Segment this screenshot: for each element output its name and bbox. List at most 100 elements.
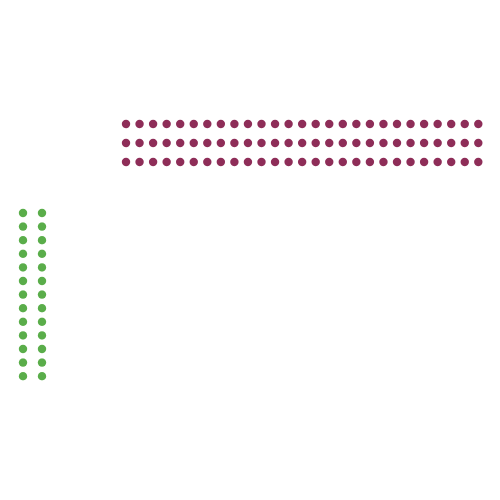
maroon-dot-r1-c14 xyxy=(311,138,320,148)
maroon-dot-r0-c12 xyxy=(284,119,293,129)
maroon-dot-r2-c16 xyxy=(338,157,347,167)
maroon-dot-r2-c1 xyxy=(135,157,144,167)
maroon-dot-r2-c13 xyxy=(297,157,307,167)
maroon-dot-r2-c5 xyxy=(189,157,198,167)
green-dot-r3-c1 xyxy=(37,249,47,258)
maroon-dot-r2-c12 xyxy=(284,157,293,167)
maroon-dot-r1-c9 xyxy=(243,138,253,148)
maroon-dot-r1-c15 xyxy=(325,138,334,148)
maroon-dot-r2-c4 xyxy=(176,157,185,167)
maroon-dot-grid xyxy=(121,119,483,167)
green-dot-r1-c1 xyxy=(37,222,47,231)
maroon-dot-r2-c2 xyxy=(148,157,158,167)
green-dot-r7-c1 xyxy=(37,304,47,313)
green-dot-r7-c0 xyxy=(18,304,28,313)
maroon-dot-r2-c25 xyxy=(460,157,469,167)
maroon-dot-r1-c17 xyxy=(352,138,361,148)
green-dot-r3-c0 xyxy=(18,249,28,258)
maroon-dot-r0-c23 xyxy=(433,119,442,129)
maroon-dot-r2-c20 xyxy=(392,157,402,167)
maroon-dot-r2-c22 xyxy=(419,157,429,167)
green-dot-r12-c0 xyxy=(18,372,28,381)
green-dot-r0-c1 xyxy=(37,208,47,218)
maroon-dot-r0-c6 xyxy=(203,119,212,129)
maroon-dot-r1-c23 xyxy=(433,138,442,148)
maroon-dot-r0-c18 xyxy=(365,119,375,129)
maroon-dot-r1-c21 xyxy=(406,138,415,148)
maroon-dot-r0-c2 xyxy=(148,119,158,129)
maroon-dot-r1-c18 xyxy=(365,138,375,148)
maroon-dot-r1-c13 xyxy=(297,138,307,148)
maroon-dot-r2-c18 xyxy=(365,157,375,167)
maroon-dot-r2-c10 xyxy=(257,157,266,167)
maroon-dot-r0-c19 xyxy=(379,119,388,129)
maroon-dot-r2-c0 xyxy=(121,157,131,167)
maroon-dot-r2-c9 xyxy=(243,157,253,167)
maroon-dot-r0-c9 xyxy=(243,119,253,129)
maroon-dot-r0-c21 xyxy=(406,119,415,129)
green-dot-r6-c0 xyxy=(18,290,28,299)
green-dot-grid xyxy=(18,208,47,381)
maroon-dot-r0-c16 xyxy=(338,119,347,129)
maroon-dot-r0-c14 xyxy=(311,119,320,129)
maroon-dot-r0-c7 xyxy=(216,119,226,129)
maroon-dot-r0-c10 xyxy=(257,119,266,129)
green-dot-r11-c1 xyxy=(37,358,47,367)
maroon-dot-r0-c26 xyxy=(474,119,483,129)
green-dot-r0-c0 xyxy=(18,208,28,218)
maroon-dot-r1-c10 xyxy=(257,138,266,148)
maroon-dot-r0-c4 xyxy=(176,119,185,129)
maroon-dot-r1-c5 xyxy=(189,138,198,148)
maroon-dot-r2-c26 xyxy=(474,157,483,167)
maroon-dot-r1-c25 xyxy=(460,138,469,148)
maroon-dot-r2-c8 xyxy=(230,157,239,167)
maroon-dot-r2-c19 xyxy=(379,157,388,167)
maroon-dot-r2-c17 xyxy=(352,157,361,167)
maroon-dot-r1-c8 xyxy=(230,138,239,148)
green-dot-r10-c0 xyxy=(18,344,28,354)
maroon-dot-r1-c2 xyxy=(148,138,158,148)
green-dot-r4-c1 xyxy=(37,263,47,272)
green-dot-r9-c1 xyxy=(37,331,47,340)
maroon-dot-r2-c11 xyxy=(270,157,280,167)
green-dot-r6-c1 xyxy=(37,290,47,299)
maroon-dot-r0-c8 xyxy=(230,119,239,129)
maroon-dot-r0-c20 xyxy=(392,119,402,129)
maroon-dot-r1-c24 xyxy=(447,138,456,148)
maroon-dot-r0-c17 xyxy=(352,119,361,129)
maroon-dot-r1-c7 xyxy=(216,138,226,148)
green-dot-r2-c0 xyxy=(18,236,28,245)
maroon-dot-r1-c4 xyxy=(176,138,185,148)
green-dot-r1-c0 xyxy=(18,222,28,231)
green-dot-r8-c1 xyxy=(37,317,47,326)
green-dot-r10-c1 xyxy=(37,344,47,354)
maroon-dot-r2-c14 xyxy=(311,157,320,167)
maroon-dot-r2-c15 xyxy=(325,157,334,167)
maroon-dot-r2-c21 xyxy=(406,157,415,167)
maroon-dot-r0-c15 xyxy=(325,119,334,129)
maroon-dot-r1-c0 xyxy=(121,138,131,148)
green-dot-r4-c0 xyxy=(18,263,28,272)
maroon-dot-r0-c0 xyxy=(121,119,131,129)
maroon-dot-r2-c7 xyxy=(216,157,226,167)
maroon-dot-r1-c26 xyxy=(474,138,483,148)
green-dot-r8-c0 xyxy=(18,317,28,326)
green-dot-r5-c0 xyxy=(18,276,28,286)
maroon-dot-r1-c20 xyxy=(392,138,402,148)
maroon-dot-r1-c16 xyxy=(338,138,347,148)
maroon-dot-r0-c3 xyxy=(162,119,171,129)
maroon-dot-r2-c23 xyxy=(433,157,442,167)
maroon-dot-r2-c6 xyxy=(203,157,212,167)
maroon-dot-r0-c24 xyxy=(447,119,456,129)
maroon-dot-r0-c11 xyxy=(270,119,280,129)
maroon-dot-r0-c25 xyxy=(460,119,469,129)
green-dot-r9-c0 xyxy=(18,331,28,340)
maroon-dot-r0-c1 xyxy=(135,119,144,129)
maroon-dot-r1-c12 xyxy=(284,138,293,148)
green-dot-r11-c0 xyxy=(18,358,28,367)
maroon-dot-r1-c11 xyxy=(270,138,280,148)
maroon-dot-r0-c13 xyxy=(297,119,307,129)
maroon-dot-r2-c3 xyxy=(162,157,171,167)
